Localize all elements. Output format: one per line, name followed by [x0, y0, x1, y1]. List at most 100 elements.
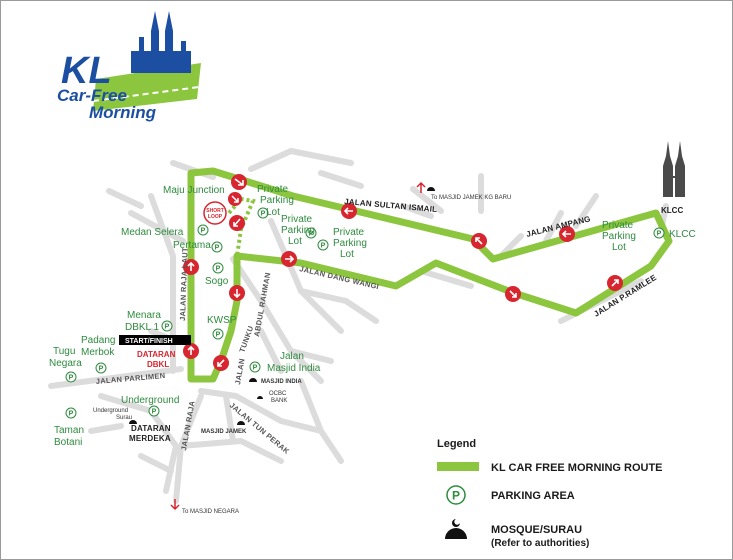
logo-morning: Morning [89, 103, 157, 122]
svg-text:P: P [215, 245, 220, 252]
parking-icon: P [95, 362, 107, 374]
mosque-icon [237, 421, 245, 425]
parking-icon: P [197, 224, 209, 236]
svg-text:P: P [657, 231, 662, 238]
poi-dataran-merdeka-line1: DATARAN [131, 424, 171, 433]
logo-car-free: Car-Free [57, 86, 127, 105]
label-pp3-line1: Private [333, 227, 365, 238]
svg-text:P: P [69, 411, 74, 418]
label-pp3-line3: Lot [340, 249, 354, 260]
label-maju-junction: Maju Junction [163, 185, 225, 196]
arrow-marker-ramlee-south [505, 286, 521, 302]
mosque-icon [257, 396, 263, 399]
parking-icon: P [148, 405, 160, 417]
arrow-marker-start [183, 343, 199, 359]
mosque-icon [249, 378, 257, 382]
road-jalan-short: JALAN [233, 358, 246, 386]
legend-mosque-icon [445, 519, 467, 539]
arrow-marker-jalan-south [213, 355, 229, 371]
label-pp4-line3: Lot [612, 242, 626, 253]
poi-labels: To MASJID JAMEK KG BARU To MASJID NEGARA… [93, 195, 511, 515]
arrow-marker-short-loop [229, 215, 245, 231]
label-klcc-tower: KLCC [661, 206, 683, 215]
label-pertama: Pertama [173, 240, 211, 251]
label-padang-line1: Padang [81, 335, 115, 346]
label-menara-line2: DBKL 1 [125, 322, 160, 333]
svg-text:P: P [165, 324, 170, 331]
poi-masjid-jamek-kg-baru: To MASJID JAMEK KG BARU [431, 195, 511, 201]
label-taman-line1: Taman [54, 425, 84, 436]
label-pp1-line1: Private [257, 184, 289, 195]
label-jmi-line2: Masjid India [267, 363, 321, 374]
klcc-towers-icon [663, 141, 685, 197]
mosque-icon [427, 187, 435, 191]
legend: Legend KL CAR FREE MORNING ROUTE P PARKI… [437, 438, 663, 549]
label-pp4-line1: Private [602, 220, 634, 231]
poi-masjid-negara: To MASJID NEGARA [182, 509, 239, 515]
poi-ug-surau-line1: Underground [93, 408, 128, 414]
mosque-icon [129, 420, 137, 424]
label-pp2-line3: Lot [288, 236, 302, 247]
svg-text:P: P [152, 409, 157, 416]
poi-ug-surau-line2: Surau [116, 415, 132, 421]
road-jalan-raja-laut: JALAN RAJA LAUT [178, 247, 190, 321]
arrow-marker-maju [231, 174, 247, 190]
arrow-marker-p-ramlee [607, 275, 623, 291]
parking-icon: P [212, 328, 224, 340]
arrow-up-icon [416, 181, 426, 193]
poi-masjid-jamek: MASJID JAMEK [201, 429, 247, 435]
legend-route-label: KL CAR FREE MORNING ROUTE [491, 462, 663, 474]
label-pp2-line2: Parking [281, 225, 315, 236]
arrow-marker-maju-top [228, 192, 242, 206]
svg-text:P: P [452, 489, 460, 503]
poi-ocbc-line1: OCBC [269, 391, 287, 397]
legend-mosque-note: (Refer to authorities) [491, 538, 589, 549]
svg-text:P: P [216, 266, 221, 273]
logo-kl: KL [61, 50, 112, 92]
parking-icon: P [305, 227, 317, 239]
svg-text:P: P [69, 375, 74, 382]
legend-route-swatch [437, 462, 479, 471]
place-labels: Maju Junction Private Parking Lot Privat… [49, 184, 696, 448]
parking-icon: P [249, 361, 261, 373]
svg-text:P: P [309, 231, 314, 238]
short-loop-line-2: LOOP [208, 214, 223, 220]
svg-text:P: P [261, 211, 266, 218]
label-tugu-line2: Negara [49, 358, 82, 369]
legend-mosque-label: MOSQUE/SURAU [491, 524, 582, 536]
label-tugu-line1: Tugu [53, 346, 75, 357]
label-klcc: KLCC [669, 229, 696, 240]
legend-parking-label: PARKING AREA [491, 490, 575, 502]
svg-text:P: P [253, 365, 258, 372]
parking-icon: P [257, 207, 269, 219]
direction-markers [183, 174, 623, 371]
label-pp1-line2: Parking [260, 195, 294, 206]
parking-icon: P [211, 241, 223, 253]
poi-ocbc-line2: BANK [271, 398, 287, 404]
label-taman-line2: Botani [54, 437, 82, 448]
start-finish-marker: START/FINISH DATARAN DBKL [119, 335, 191, 369]
arrow-marker-tar [229, 285, 245, 301]
road-jalan-parlimen: JALAN PARLIMEN [95, 371, 165, 386]
label-jmi-line1: Jalan [280, 351, 304, 362]
label-menara-line1: Menara [127, 310, 161, 321]
poi-dataran-merdeka-line2: MERDEKA [129, 434, 171, 443]
parking-symbols: P P P P P P P P P P P P P P [65, 207, 665, 419]
parking-icon: P [161, 320, 173, 332]
label-pp3-line2: Parking [333, 238, 367, 249]
mosque-icons [129, 187, 435, 425]
start-finish-dbkl: DBKL [147, 360, 169, 369]
arrow-down-icon [170, 499, 180, 511]
arrow-marker-ampang [559, 226, 575, 242]
arrow-marker-raja-laut [183, 259, 199, 275]
label-underground: Underground [121, 395, 179, 406]
label-medan-selera: Medan Selera [121, 227, 184, 238]
parking-icon: P [653, 227, 665, 239]
parking-icon: P [212, 262, 224, 274]
arrow-marker-dang-wangi [281, 251, 297, 267]
label-padang-line2: Merbok [81, 347, 115, 358]
legend-parking-icon: P [446, 485, 466, 505]
arrow-marker-sultan-ismail [341, 203, 357, 219]
